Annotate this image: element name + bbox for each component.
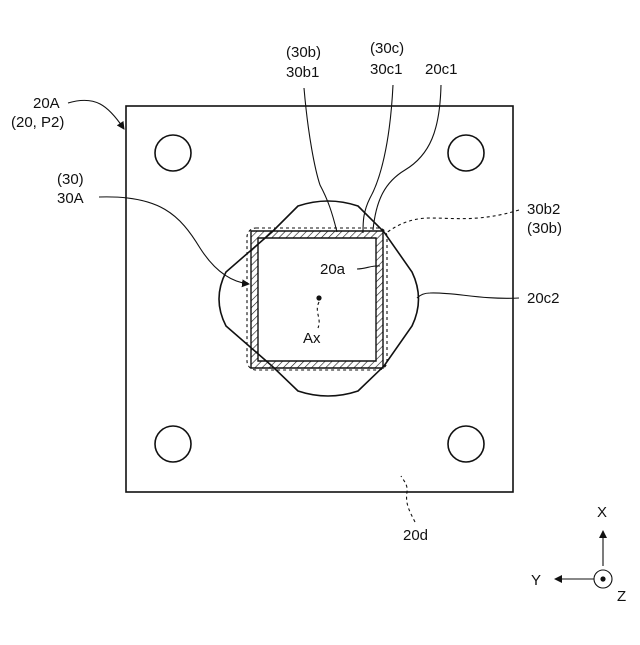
- axis-z-dot: [600, 576, 605, 581]
- leader-30b1: [304, 88, 337, 232]
- axis-indicator: X Y Z: [531, 504, 626, 605]
- hole-top-left: [155, 135, 191, 171]
- leader-20A: [68, 100, 124, 129]
- axis-x-label: X: [597, 504, 607, 521]
- hole-bottom-left: [155, 426, 191, 462]
- axis-center-point: [316, 295, 321, 300]
- label-20c1: 20c1: [425, 61, 458, 78]
- label-30b-paren: (30b): [286, 44, 321, 61]
- label-20d: 20d: [403, 527, 428, 544]
- leader-20d: [401, 476, 415, 522]
- label-20-P2: (20, P2): [11, 114, 64, 131]
- axis-y-label: Y: [531, 572, 541, 589]
- leader-ax: [317, 302, 319, 328]
- leader-30b2: [385, 210, 519, 234]
- label-30c1: 30c1: [370, 61, 403, 78]
- hole-bottom-right: [448, 426, 484, 462]
- axis-z-label: Z: [617, 588, 626, 605]
- label-20c2: 20c2: [527, 290, 560, 307]
- label-30b2: 30b2: [527, 201, 560, 218]
- label-30b1: 30b1: [286, 64, 319, 81]
- label-30-paren: (30): [57, 171, 84, 188]
- leader-20c2: [417, 293, 519, 298]
- label-ax: Ax: [303, 330, 321, 347]
- hole-top-right: [448, 135, 484, 171]
- leader-30c1: [363, 85, 393, 233]
- label-20a: 20a: [320, 261, 346, 278]
- label-30c-paren: (30c): [370, 40, 404, 57]
- label-30A: 30A: [57, 190, 84, 207]
- label-30b2-paren: (30b): [527, 220, 562, 237]
- label-20A: 20A: [33, 95, 60, 112]
